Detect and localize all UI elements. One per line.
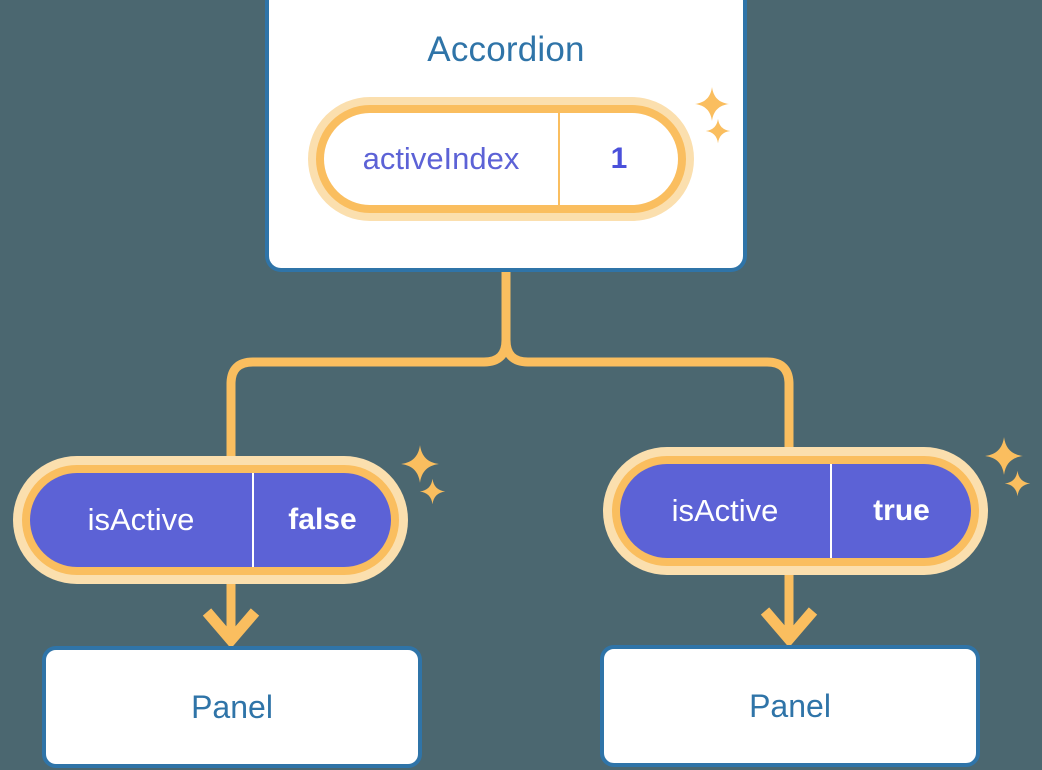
pill-inner: activeIndex 1: [324, 113, 678, 205]
pill-inner: isActive true: [620, 464, 971, 558]
panel-box-left: Panel: [42, 646, 422, 768]
state-pill-isactive-false[interactable]: isActive false: [13, 456, 408, 584]
arrow-down-icon-left: [202, 584, 260, 649]
arrow-down-icon-right: [760, 575, 818, 648]
state-value-label: 1: [610, 142, 628, 175]
connector-root-to-left: [226, 267, 511, 467]
panel-box-right: Panel: [600, 645, 980, 767]
state-key-label: isActive: [620, 464, 832, 558]
panel-label: Panel: [191, 688, 273, 725]
pill-inner: isActive false: [30, 473, 391, 567]
state-pill-isactive-true[interactable]: isActive true: [603, 447, 988, 575]
state-value-label: false: [288, 503, 357, 536]
state-pill-activeindex[interactable]: activeIndex 1: [308, 97, 694, 221]
state-value-label: true: [873, 494, 930, 527]
connector-root-to-right: [501, 267, 794, 460]
state-key-label: isActive: [30, 473, 254, 567]
page-title: Accordion: [427, 30, 585, 69]
panel-label: Panel: [749, 687, 831, 724]
state-key-label: activeIndex: [324, 113, 560, 205]
